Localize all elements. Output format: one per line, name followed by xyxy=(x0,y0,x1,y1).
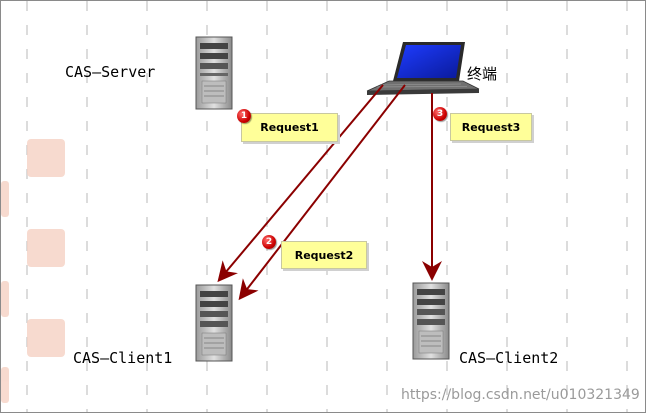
request-arrows xyxy=(217,84,442,301)
seal-marks xyxy=(1,139,65,403)
request3-number-badge: 3 xyxy=(433,107,447,121)
request1-label: Request1 xyxy=(260,121,319,134)
arrow-request2 xyxy=(238,84,406,301)
request1-number-badge: 1 xyxy=(237,109,251,123)
terminal-label: 终端 xyxy=(467,65,498,83)
client2-label: CAS—Client2 xyxy=(459,349,559,367)
request1-box: Request1 xyxy=(241,113,338,142)
request2-box: Request2 xyxy=(281,241,367,269)
request2-label: Request2 xyxy=(294,248,354,262)
client1-label: CAS—Client1 xyxy=(73,349,173,367)
client2-tower-icon xyxy=(412,282,450,360)
server-tower-icon xyxy=(195,36,233,110)
request3-label: Request3 xyxy=(461,120,521,134)
watermark-text: https://blog.csdn.net/u010321349 xyxy=(401,387,640,403)
request2-number-badge: 2 xyxy=(262,235,276,249)
client1-tower-icon xyxy=(195,284,233,362)
server-label: CAS—Server xyxy=(65,63,156,81)
request3-box: Request3 xyxy=(450,113,532,141)
laptop-icon xyxy=(366,42,480,95)
arrow-request1 xyxy=(217,84,384,283)
